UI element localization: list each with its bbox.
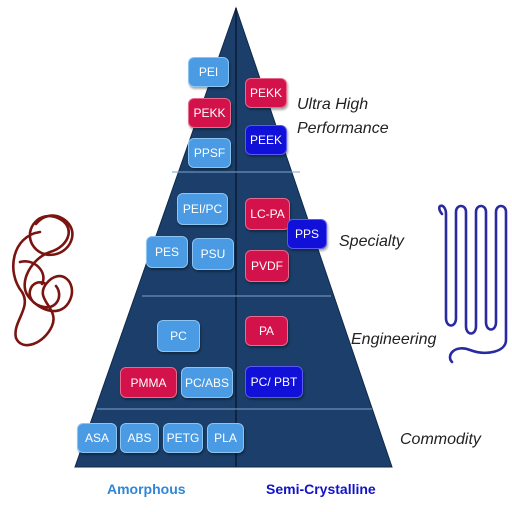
material-pc-pbt: PC/ PBT bbox=[245, 366, 303, 398]
material-ppsf: PPSF bbox=[188, 138, 231, 168]
material-pa: PA bbox=[245, 316, 288, 346]
material-pes: PES bbox=[146, 236, 188, 268]
material-pvdf: PVDF bbox=[245, 250, 289, 282]
tier-label-specialty: Specialty bbox=[339, 233, 404, 250]
material-pla: PLA bbox=[207, 423, 244, 453]
tier-label-ultra-high-performance: Ultra High Performance bbox=[297, 93, 389, 141]
amorphous-label: Amorphous bbox=[107, 481, 186, 497]
material-psu: PSU bbox=[192, 238, 234, 270]
material-abs: ABS bbox=[120, 423, 159, 453]
tier-label-ultra-high-line1: Ultra High bbox=[297, 96, 369, 113]
material-pps: PPS bbox=[287, 219, 327, 249]
tier-label-ultra-high-line2: Performance bbox=[297, 120, 389, 137]
semi-crystalline-chain-icon bbox=[437, 204, 508, 364]
material-lc-pa: LC-PA bbox=[245, 198, 290, 230]
material-pekk-amorphous: PEKK bbox=[188, 98, 231, 128]
material-peek: PEEK bbox=[245, 125, 287, 155]
material-asa: ASA bbox=[77, 423, 117, 453]
material-pc-abs: PC/ABS bbox=[181, 367, 233, 398]
material-pmma: PMMA bbox=[120, 367, 177, 398]
amorphous-chain-icon bbox=[12, 214, 74, 347]
material-pc: PC bbox=[157, 320, 200, 352]
tier-label-engineering: Engineering bbox=[351, 331, 437, 348]
material-pei: PEI bbox=[188, 57, 229, 87]
material-petg: PETG bbox=[163, 423, 203, 453]
tier-label-commodity: Commodity bbox=[400, 431, 481, 448]
material-pekk-semi: PEKK bbox=[245, 78, 287, 108]
semi-crystalline-label: Semi-Crystalline bbox=[266, 481, 376, 497]
material-pei-pc: PEI/PC bbox=[177, 193, 228, 225]
